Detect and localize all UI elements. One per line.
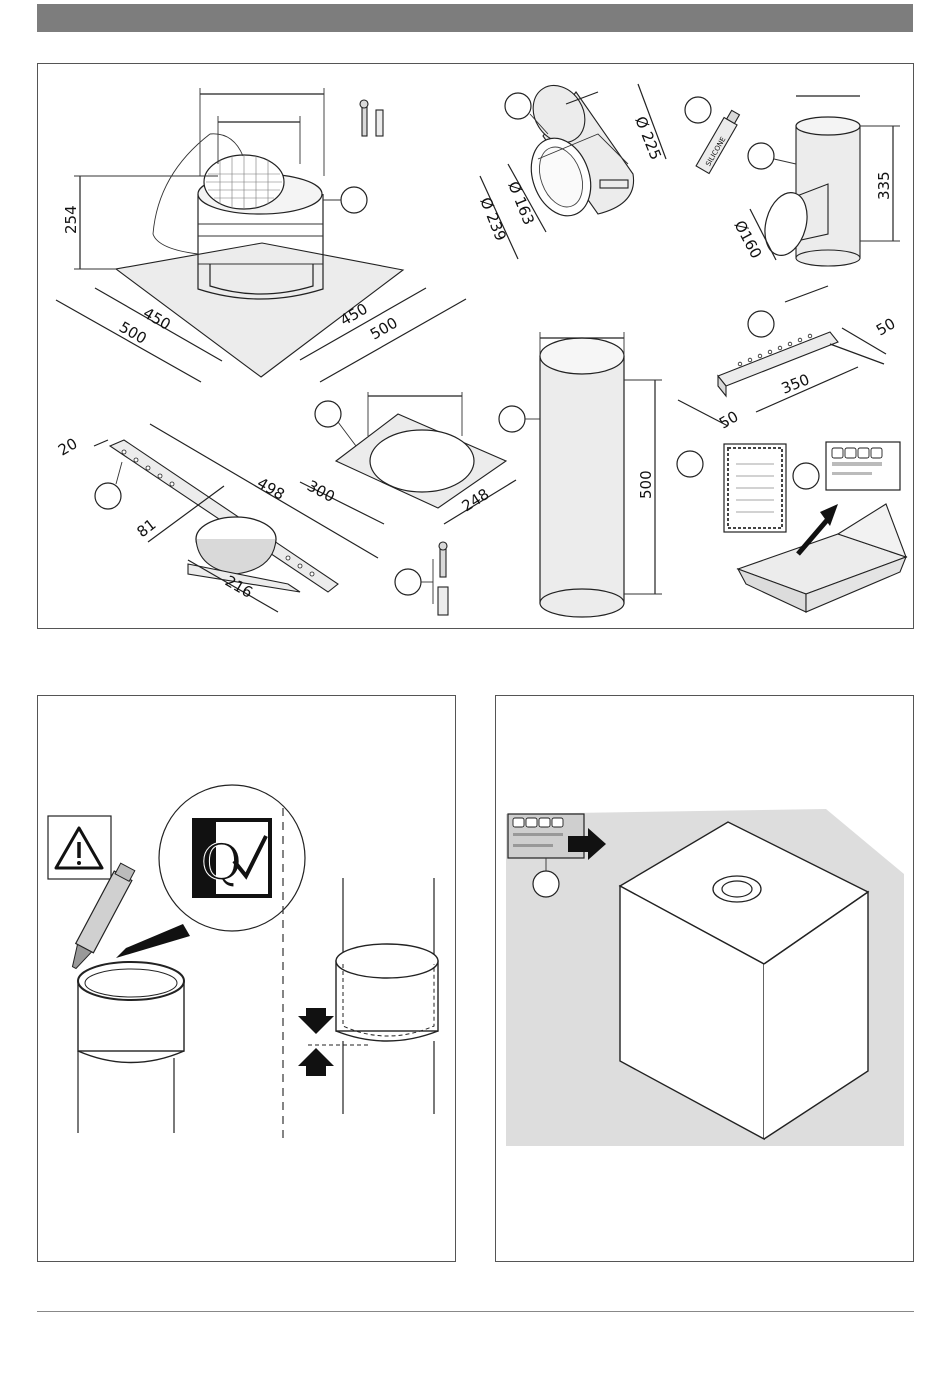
callout-6 — [499, 406, 525, 432]
dim-clamp-strap-length: 498 — [254, 474, 288, 504]
callout-8-label — [533, 871, 559, 897]
dim-bracket-depth: 50 — [716, 407, 742, 432]
screw-and-plug-icon — [360, 100, 383, 136]
arrow-down-icon — [298, 1008, 334, 1034]
callout-5 — [315, 401, 341, 427]
flue-outlet — [713, 876, 761, 902]
mounting-plate: 300 248 — [300, 392, 516, 524]
parts-overview-panel: 254 450 500 450 500 Ø 225 Ø 163 Ø 239 — [37, 63, 914, 629]
arrow-up-icon — [298, 1048, 334, 1076]
callout-8 — [793, 463, 819, 489]
pipe-adapter: Ø 225 Ø 163 Ø 239 — [476, 76, 666, 259]
dim-terminal-height: 254 — [62, 205, 80, 234]
sealing-instructions-panel: Q — [37, 695, 456, 1262]
header-bar — [37, 4, 913, 32]
callout-1 — [341, 187, 367, 213]
magnifier-pointer — [116, 924, 190, 958]
dim-plate-width: 300 — [304, 477, 338, 506]
pipe-clamp: 20 498 81 216 — [55, 424, 378, 612]
pipe-insertion-detail — [298, 878, 438, 1114]
dim-pipe-length: 500 — [637, 470, 655, 499]
dim-bracket-length: 350 — [779, 370, 812, 397]
callout-3 — [748, 143, 774, 169]
callout-7 — [677, 451, 703, 477]
pipe-end-seal — [78, 962, 184, 1133]
parts-overview-drawing: 254 450 500 450 500 Ø 225 Ø 163 Ø 239 — [38, 64, 915, 630]
dim-tee-height: 335 — [875, 171, 893, 200]
documents-and-carton — [677, 442, 906, 612]
dim-adapter-flange: Ø 225 — [631, 114, 665, 163]
warning-icon — [48, 816, 111, 879]
dim-bracket-width: 50 — [873, 314, 899, 339]
dim-tee-branch: Ø160 — [730, 217, 765, 261]
data-label-drawing — [496, 696, 915, 1263]
sealing-drawing: Q — [38, 696, 457, 1263]
dim-adapter-outer: Ø 239 — [476, 195, 510, 244]
quality-check-icon: Q — [194, 820, 270, 896]
footer-rule — [37, 1311, 914, 1312]
tee-piece: 335 Ø160 — [730, 96, 900, 302]
dim-clamp-offset: 81 — [133, 515, 159, 541]
callout-2 — [505, 93, 531, 119]
data-label-panel — [495, 695, 914, 1262]
silicone-tube: SILICONE — [685, 97, 742, 173]
dim-adapter-inner: Ø 163 — [504, 179, 538, 228]
fixing-screws — [395, 542, 448, 615]
straight-pipe: 500 — [499, 332, 662, 617]
callout-9 — [95, 483, 121, 509]
support-bracket: 50 350 50 — [678, 311, 899, 432]
callout-4 — [748, 311, 774, 337]
dim-clamp-strap-width: 20 — [55, 434, 81, 459]
roof-terminal-assembly: 254 450 500 450 500 — [56, 88, 466, 382]
